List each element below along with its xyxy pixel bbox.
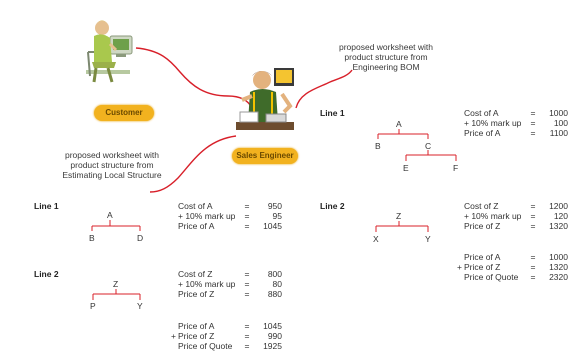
calc-row: Price of A=1045 — [178, 221, 282, 231]
left-line1-child-1: B — [89, 233, 95, 243]
right-line1-label: Line 1 — [320, 108, 345, 118]
estimating-note-line-2: product structure from — [70, 160, 154, 170]
left-line1-child-2: D — [137, 233, 144, 243]
calc-row: Price of Z=880 — [178, 289, 282, 299]
estimating-note-line-3: Estimating Local Structure — [62, 170, 162, 180]
right-line1-child-2: C — [425, 141, 432, 151]
right-line1-grandchild-2: F — [453, 163, 459, 173]
engineering-note-line-3: Engineering BOM — [352, 62, 420, 72]
right-line1-grandchild-1: E — [403, 163, 409, 173]
left-line1-root: A — [107, 210, 113, 220]
calc-row: Cost of A=950 — [178, 201, 282, 211]
right-line2-calc: Cost of Z=1200 + 10% mark up=120 Price o… — [452, 201, 568, 231]
calc-row: + 10% mark up=100 — [464, 118, 568, 128]
calc-row: Price of A=1000 — [464, 252, 568, 262]
calc-row: Cost of A=1000 — [464, 108, 568, 118]
calc-row: +Price of Z=990 — [171, 331, 282, 341]
estimating-note-line-1: proposed worksheet with — [64, 150, 160, 160]
right-line2-child-1: X — [373, 234, 379, 244]
customer-label: Customer — [94, 105, 154, 121]
calc-row: + 10% mark up=120 — [464, 211, 568, 221]
left-line2-child-2: Y — [137, 301, 143, 311]
left-line2-child-1: P — [90, 301, 96, 311]
calc-row: Cost of Z=800 — [178, 269, 282, 279]
right-line1-child-1: B — [375, 141, 381, 151]
tree-right-line2 — [375, 221, 429, 232]
left-line2-calc: Cost of Z=800 + 10% mark up=80 Price of … — [166, 269, 282, 299]
calc-row: Price of A=1045 — [178, 321, 282, 331]
calc-row: Price of Quote=2320 — [464, 272, 568, 282]
calc-row: + 10% mark up=95 — [178, 211, 282, 221]
calc-row: Price of Z=1320 — [464, 221, 568, 231]
connector-sales-estimating — [149, 135, 237, 193]
right-line2-child-2: Y — [425, 234, 431, 244]
sales-engineer-illustration — [232, 66, 298, 142]
right-line2-root: Z — [396, 211, 402, 221]
estimating-note: proposed worksheet with product structur… — [52, 150, 172, 180]
customer-illustration — [86, 14, 142, 86]
customer-figure-icon — [86, 20, 133, 83]
right-quote-calc: Price of A=1000 +Price of Z=1320 Price o… — [452, 252, 568, 282]
left-line1-calc: Cost of A=950 + 10% mark up=95 Price of … — [166, 201, 282, 231]
connector-sales-engineering — [295, 69, 353, 109]
left-quote-calc: Price of A=1045 +Price of Z=990 Price of… — [166, 321, 282, 351]
right-line1-root: A — [396, 119, 402, 129]
tree-left-line1 — [91, 220, 141, 231]
left-line2-label: Line 2 — [34, 269, 59, 279]
calc-row: + 10% mark up=80 — [178, 279, 282, 289]
tree-left-line2 — [92, 289, 141, 300]
calc-row: +Price of Z=1320 — [457, 262, 568, 272]
engineering-note-line-1: proposed worksheet with — [338, 42, 434, 52]
calc-row: Price of Quote=1925 — [178, 341, 282, 351]
sales-engineer-figure-icon — [236, 68, 294, 130]
right-line2-label: Line 2 — [320, 201, 345, 211]
left-line2-root: Z — [113, 279, 119, 289]
calc-row: Cost of Z=1200 — [464, 201, 568, 211]
engineering-note: proposed worksheet with product structur… — [326, 42, 446, 72]
right-line1-calc: Cost of A=1000 + 10% mark up=100 Price o… — [452, 108, 568, 138]
calc-row: Price of A=1100 — [464, 128, 568, 138]
left-line1-label: Line 1 — [34, 201, 59, 211]
tree-right-line1 — [377, 129, 457, 161]
engineering-note-line-2: product structure from — [344, 52, 428, 62]
sales-engineer-label: Sales Engineer — [232, 148, 298, 164]
